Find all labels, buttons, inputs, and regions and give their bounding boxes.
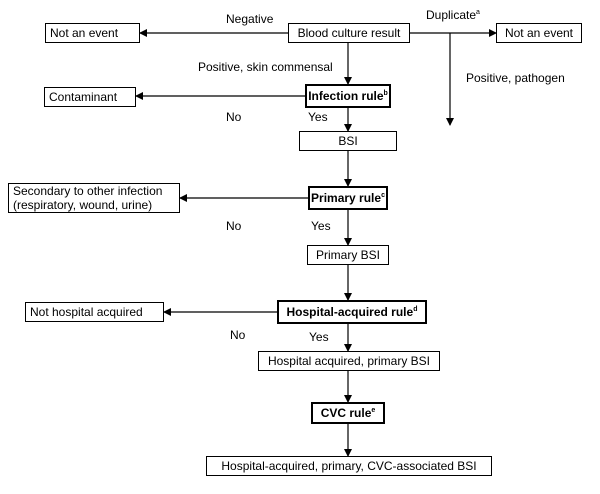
- blood-culture-node: Blood culture result: [288, 23, 410, 43]
- bsi-label: BSI: [338, 133, 358, 148]
- bsi-node: BSI: [299, 131, 397, 151]
- infection-rule-label: Infection ruleb: [308, 88, 388, 103]
- label-negative: Negative: [226, 12, 274, 26]
- final-outcome-label: Hospital-acquired, primary, CVC-associat…: [221, 458, 477, 473]
- secondary-infection-node: Secondary to other infection (respirator…: [8, 183, 180, 213]
- not-hospital-acquired-node: Not hospital acquired: [25, 302, 164, 322]
- hospital-acquired-rule-node: Hospital-acquired ruled: [277, 300, 427, 324]
- cvc-rule-label: CVC rulee: [320, 405, 376, 420]
- primary-rule-label: Primary rulec: [311, 190, 385, 205]
- not-hospital-acquired-label: Not hospital acquired: [30, 304, 143, 319]
- not-an-event-left-node: Not an event: [45, 23, 140, 43]
- secondary-infection-line1: Secondary to other infection: [13, 183, 163, 198]
- final-outcome-node: Hospital-acquired, primary, CVC-associat…: [206, 456, 492, 476]
- label-positive-skin-commensal: Positive, skin commensal: [198, 60, 333, 74]
- not-an-event-right-label: Not an event: [504, 25, 574, 40]
- label-positive-pathogen: Positive, pathogen: [466, 71, 565, 85]
- not-an-event-left-label: Not an event: [50, 25, 119, 40]
- primary-bsi-label: Primary BSI: [315, 247, 380, 262]
- primary-bsi-node: Primary BSI: [307, 245, 389, 265]
- contaminant-label: Contaminant: [49, 89, 118, 104]
- hospital-acquired-rule-label: Hospital-acquired ruled: [286, 304, 418, 319]
- not-an-event-right-node: Not an event: [496, 23, 582, 43]
- contaminant-node: Contaminant: [44, 87, 136, 107]
- secondary-infection-line2: (respiratory, wound, urine): [13, 198, 153, 212]
- label-no-hospital: No: [230, 328, 246, 342]
- label-duplicate: Duplicatea: [426, 8, 480, 22]
- label-yes-infection: Yes: [308, 110, 328, 124]
- label-yes-primary: Yes: [311, 219, 331, 233]
- hospital-acquired-primary-bsi-node: Hospital acquired, primary BSI: [258, 351, 440, 371]
- label-yes-hospital: Yes: [309, 330, 329, 344]
- label-no-infection: No: [226, 110, 242, 124]
- hospital-acquired-primary-bsi-label: Hospital acquired, primary BSI: [267, 353, 431, 368]
- label-no-primary: No: [226, 219, 242, 233]
- blood-culture-label: Blood culture result: [297, 25, 401, 40]
- primary-rule-node: Primary rulec: [308, 186, 388, 210]
- cvc-rule-node: CVC rulee: [311, 402, 385, 424]
- infection-rule-node: Infection ruleb: [305, 84, 391, 108]
